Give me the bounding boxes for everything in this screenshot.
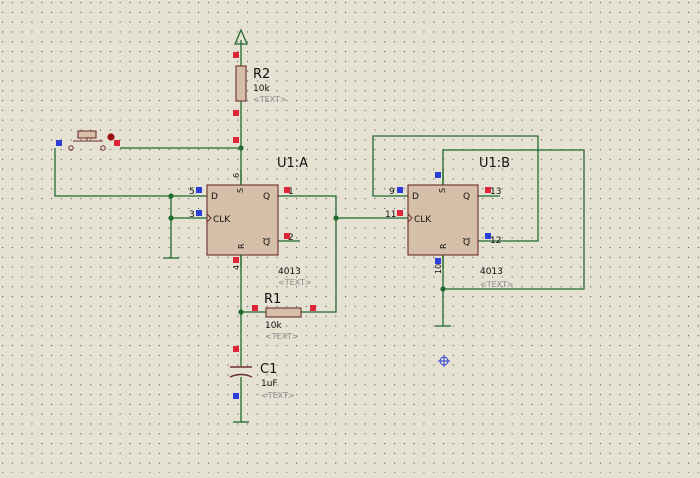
u1b-pin-clk: CLK — [414, 215, 432, 225]
u1a-pin-q: Q — [263, 192, 270, 202]
u1a-pin-qn: Q — [263, 238, 270, 248]
u1b-pin13-num: 13 — [490, 187, 501, 197]
u1b-part: 4013 — [480, 267, 503, 277]
r1-ref: R1 — [264, 292, 281, 307]
c1-ref: C1 — [260, 362, 277, 377]
u1a-text: <TEXT> — [278, 278, 312, 287]
c1-text: <TEXT> — [261, 391, 295, 400]
resistor-r1[interactable]: R1 10k <TEXT> — [252, 292, 316, 341]
capacitor-c1[interactable]: C1 1uF <TEXT> — [229, 346, 295, 400]
u1a-pin4-num: 4 — [232, 265, 241, 270]
u1b-pin12-num: 12 — [490, 236, 501, 246]
u1a-pin5-num: 5 — [189, 187, 195, 197]
power-terminal[interactable] — [234, 28, 248, 48]
r2-ref: R2 — [253, 67, 270, 82]
u1b-pin-q: Q — [463, 192, 470, 202]
u1a-pin-d: D — [211, 192, 218, 202]
u1b-pin-qn: Q — [463, 238, 470, 248]
u1a-pin6-num: 6 — [232, 173, 241, 178]
r1-value: 10k — [265, 321, 282, 331]
r1-text: <TEXT> — [265, 332, 299, 341]
u1a-pin2-num: 2 — [288, 233, 294, 243]
r2-value: 10k — [253, 84, 270, 94]
resistor-r2[interactable]: R2 10k <TEXT> — [233, 52, 287, 116]
u1b-pin-s: S — [438, 188, 447, 193]
u1a-pin-s: S — [236, 188, 245, 193]
u1a-pin-r: R — [237, 243, 246, 249]
junctions — [168, 145, 446, 315]
u1b-pin11-num: 11 — [385, 210, 396, 220]
u1b-ref: U1:B — [479, 156, 510, 171]
u1a-pin-clk: CLK — [213, 215, 231, 225]
button-actuator-icon[interactable] — [107, 133, 115, 141]
crosshair-cursor-icon — [438, 355, 450, 367]
u1b-pin-d: D — [412, 192, 419, 202]
flipflop-u1a[interactable]: U1:A D CLK Q Q S R 5 3 1 2 6 4 4013 <TEX… — [189, 137, 312, 287]
r2-text: <TEXT> — [253, 95, 287, 104]
u1b-pin10-num: 10 — [434, 264, 443, 274]
c1-value: 1uF — [261, 379, 278, 389]
u1a-part: 4013 — [278, 267, 301, 277]
u1a-pin3-num: 3 — [189, 210, 195, 220]
u1b-text: <TEXT> — [480, 280, 514, 289]
flipflop-u1b[interactable]: U1:B D CLK Q Q S R 9 11 13 12 8 10 4013 … — [385, 156, 514, 289]
u1b-pin-r: R — [439, 243, 448, 249]
u1a-ref: U1:A — [277, 156, 308, 171]
u1b-pin9-num: 9 — [389, 187, 395, 197]
push-button[interactable] — [56, 130, 120, 151]
u1a-pin1-num: 1 — [288, 187, 294, 197]
